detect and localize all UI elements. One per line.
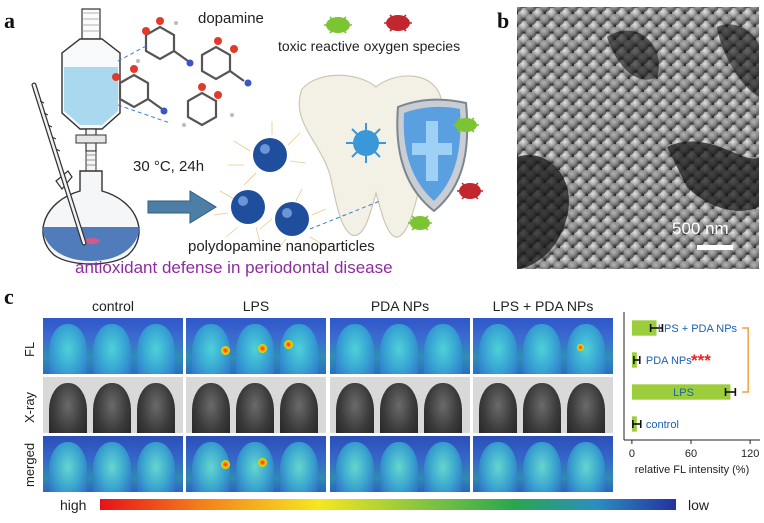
scale-bar-icon: [697, 245, 733, 250]
thermometer-icon: [31, 82, 87, 246]
column-header-control: control: [91, 298, 135, 314]
dopamine-label: dopamine: [198, 10, 264, 27]
x-tick-label: 120: [741, 448, 759, 460]
bar-category-label: LPS + PDA NPs: [658, 323, 738, 335]
xray-image-control: [43, 377, 183, 433]
blue-bacterium-icon: [346, 123, 386, 163]
column-header-lps: LPS: [242, 298, 270, 314]
merged-image-lps: [186, 436, 326, 492]
xray-image-lps-pda: [473, 377, 613, 433]
synthesis-illustration: [31, 8, 483, 265]
bar-category-label: control: [646, 419, 679, 431]
intensity-colorbar: [100, 499, 676, 510]
column-header-lps-pda: LPS + PDA NPs: [492, 298, 594, 314]
row-label-merged: merged: [22, 442, 37, 487]
significance-bracket: [742, 327, 749, 393]
xray-image-lps: [186, 377, 326, 433]
x-axis-label: relative FL intensity (%): [635, 464, 750, 476]
significance-marker: ***: [691, 351, 711, 370]
merged-image-control: [43, 436, 183, 492]
ros-label: toxic reactive oxygen species: [278, 38, 461, 54]
merged-image-lps-pda: [473, 436, 613, 492]
sem-image: [517, 7, 759, 269]
nanoparticle-label: polydopamine nanoparticles: [188, 238, 375, 255]
round-bottom-flask-icon: [42, 170, 140, 265]
merged-image-pda: [330, 436, 470, 492]
shield-icon: [396, 98, 469, 213]
dopamine-molecule-icon: [118, 25, 245, 127]
condition-label: 30 °C, 24h: [133, 158, 205, 175]
fl-image-pda: [330, 318, 470, 374]
bar-category-label: PDA NPs: [646, 355, 692, 367]
fl-image-control: [43, 318, 183, 374]
panel-a-caption: antioxidant defense in periodontal disea…: [75, 258, 393, 277]
bar: [631, 384, 731, 400]
panel-a-letter: a: [4, 8, 15, 33]
row-label-xray: X-ray: [22, 391, 37, 423]
column-header-pda: PDA NPs: [370, 298, 430, 314]
reaction-arrow-icon: [147, 190, 217, 224]
row-label-fl: FL: [22, 341, 37, 357]
colorbar-high-label: high: [60, 497, 87, 513]
green-ros-icon: [324, 16, 479, 231]
colorbar-low-label: low: [688, 497, 710, 513]
xray-image-pda: [330, 377, 470, 433]
dropping-funnel-icon: [61, 8, 121, 172]
scale-bar-label: 500 nm: [672, 219, 729, 238]
panel-b-letter: b: [497, 8, 510, 33]
panel-c-letter: c: [4, 284, 14, 309]
x-tick-label: 0: [629, 448, 635, 460]
bar-category-label: LPS: [673, 387, 694, 399]
x-tick-label: 60: [685, 448, 697, 460]
fl-image-lps-pda: [473, 318, 613, 374]
red-ros-icon: [384, 14, 483, 200]
fl-image-lps: [186, 318, 326, 374]
nanoparticles-icon: [213, 121, 327, 252]
